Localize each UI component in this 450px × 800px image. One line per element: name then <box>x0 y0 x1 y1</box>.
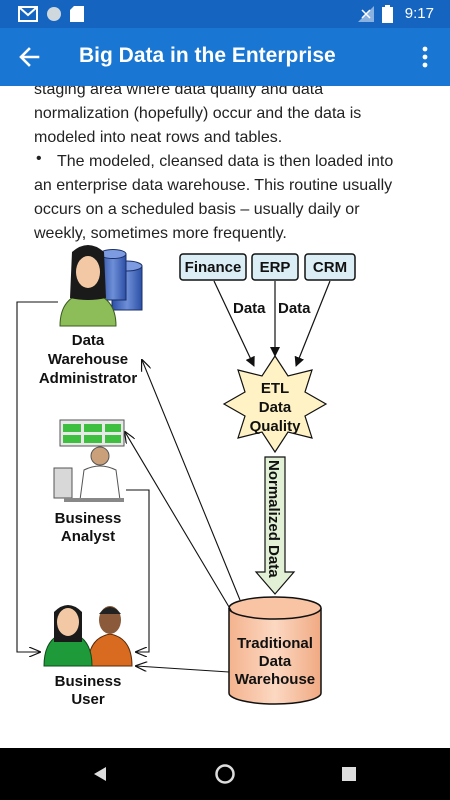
status-bar: 9:17 <box>0 0 450 28</box>
analyst-label: Business <box>55 510 122 527</box>
source-label: Finance <box>185 259 242 276</box>
recents-square-icon[interactable] <box>342 767 356 781</box>
etl-diagram: Finance ERP CRM Data Data ETL Data Quali… <box>16 245 356 708</box>
etl-label: Quality <box>250 418 302 435</box>
source-box-erp: ERP <box>251 253 299 281</box>
etl-star: ETL Data Quality <box>222 354 328 454</box>
article-text-line: an enterprise data warehouse. This routi… <box>34 177 393 194</box>
source-box-finance: Finance <box>179 253 247 281</box>
warehouse-label: Traditional <box>237 635 313 652</box>
overflow-menu-icon[interactable] <box>418 45 432 69</box>
article-text-line: weekly, sometimes more frequently. <box>34 225 287 242</box>
flow-arrow <box>142 360 241 601</box>
analyst-to-user-connector <box>126 489 150 652</box>
article-text-line: occurs on a scheduled basis – usually da… <box>34 201 360 218</box>
etl-label: Data <box>259 399 292 416</box>
data-warehouse-cylinder: Traditional Data Warehouse <box>228 596 322 705</box>
back-arrow-icon[interactable] <box>18 46 40 68</box>
normalized-data-arrow: Normalized Data <box>254 456 296 595</box>
status-time: 9:17 <box>404 5 434 22</box>
article-text-line: normalization (hopefully) occur and the … <box>34 105 362 122</box>
article-text-line: modeled into neat rows and tables. <box>34 129 283 146</box>
article-text-line: staging area where data quality and data <box>34 86 324 98</box>
admin-figure <box>59 245 143 327</box>
data-flow-label: Data <box>233 300 266 317</box>
navigation-bar <box>0 748 450 800</box>
source-box-crm: CRM <box>304 253 356 281</box>
analyst-label: Analyst <box>61 528 115 545</box>
battery-icon <box>382 5 393 23</box>
user-label: User <box>71 691 105 708</box>
signal-icon <box>358 6 374 22</box>
source-label: ERP <box>260 259 291 276</box>
app-bar: Big Data in the Enterprise <box>0 28 450 86</box>
admin-to-user-connector <box>16 301 58 652</box>
etl-label: ETL <box>261 380 289 397</box>
flow-arrow <box>125 432 233 613</box>
source-label: CRM <box>313 259 347 276</box>
admin-label: Warehouse <box>48 351 128 368</box>
back-triangle-icon[interactable] <box>92 766 108 782</box>
article-text-line: The modeled, cleansed data is then loade… <box>57 153 394 170</box>
page-title: Big Data in the Enterprise <box>79 44 336 67</box>
admin-label: Data <box>72 332 105 349</box>
admin-label: Administrator <box>39 370 138 387</box>
article-content[interactable]: staging area where data quality and data… <box>0 86 450 748</box>
flow-arrow <box>136 666 230 673</box>
gmail-icon <box>18 6 38 22</box>
sd-card-icon <box>70 6 84 22</box>
circle-icon <box>47 7 61 21</box>
data-flow-label: Data <box>278 300 311 317</box>
warehouse-label: Warehouse <box>235 671 315 688</box>
warehouse-label: Data <box>259 653 292 670</box>
user-figure <box>43 605 133 667</box>
flow-arrow <box>294 280 331 367</box>
user-label: Business <box>55 673 122 690</box>
flow-arrow <box>213 280 255 367</box>
normalized-data-label: Normalized Data <box>265 460 282 578</box>
analyst-figure <box>53 419 125 502</box>
home-circle-icon[interactable] <box>214 763 236 785</box>
bullet-dot: • <box>36 150 42 167</box>
